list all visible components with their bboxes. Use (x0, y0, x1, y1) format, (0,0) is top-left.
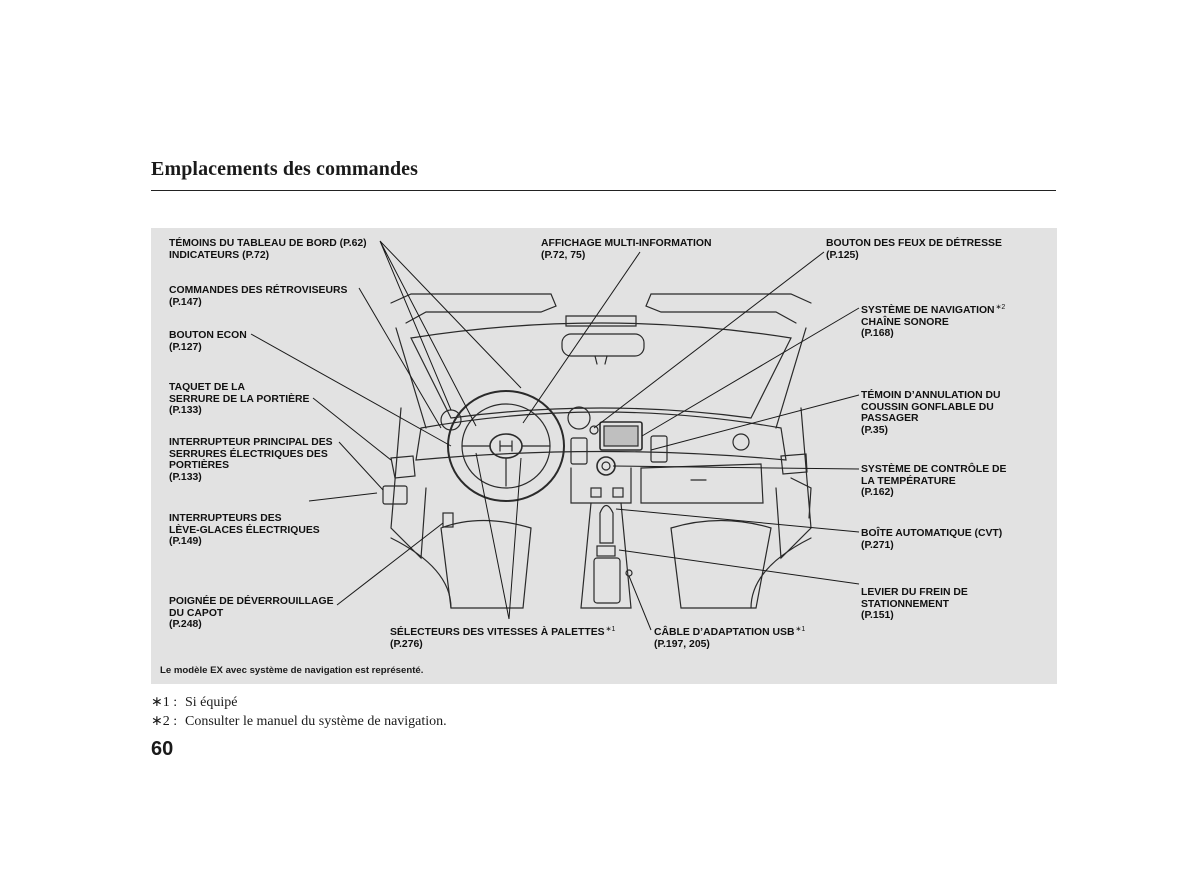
label-line: CHAÎNE SONORE (861, 316, 949, 328)
footnote-1: ∗1 : Si équipé (151, 694, 238, 711)
label-line: (P.147) (169, 296, 202, 308)
footnote-mark: ∗1 (605, 626, 616, 633)
label-taquet-serrure: TAQUET DE LA SERRURE DE LA PORTIÈRE (P.1… (169, 382, 309, 417)
label-line: DU CAPOT (169, 607, 224, 619)
label-line: (P.133) (169, 471, 202, 483)
label-line: SÉLECTEURS DES VITESSES À PALETTES (390, 627, 605, 638)
label-temoins-tableau-de-bord: TÉMOINS DU TABLEAU DE BORD (P.62) INDICA… (169, 238, 367, 261)
label-line: (P.35) (861, 424, 888, 436)
footnote-text: Si équipé (185, 695, 238, 710)
label-line: (P.162) (861, 487, 894, 498)
label-line: (P.72, 75) (541, 249, 586, 261)
label-line: (P.149) (169, 536, 202, 547)
label-affichage-multi-information: AFFICHAGE MULTI-INFORMATION (P.72, 75) (541, 238, 711, 261)
label-controle-temperature: SYSTÈME DE CONTRÔLE DE LA TEMPÉRATURE (P… (861, 464, 1006, 499)
label-line: BOÎTE AUTOMATIQUE (CVT) (861, 528, 1003, 539)
label-line: TÉMOINS DU TABLEAU DE BORD (P.62) (169, 238, 367, 249)
page-number: 60 (151, 738, 174, 760)
label-line: (P.197, 205) (654, 638, 710, 650)
label-line: POIGNÉE DE DÉVERROUILLAGE (169, 596, 334, 607)
title-rule (151, 190, 1056, 191)
label-line: PASSAGER (861, 413, 919, 424)
label-line: (P.276) (390, 638, 423, 650)
label-line: CÂBLE D’ADAPTATION USB (654, 627, 795, 638)
diagram-note: Le modèle EX avec système de navigation … (160, 665, 424, 676)
label-selecteurs-palettes: SÉLECTEURS DES VITESSES À PALETTES∗1 (P.… (390, 624, 615, 650)
label-feux-detresse: BOUTON DES FEUX DE DÉTRESSE (P.125) (826, 238, 1002, 261)
footnote-mark: ∗1 (795, 626, 806, 633)
label-line: INDICATEURS (P.72) (169, 249, 270, 261)
label-line: (P.125) (826, 249, 859, 261)
label-line: AFFICHAGE MULTI-INFORMATION (541, 238, 712, 249)
label-line: PORTIÈRES (169, 460, 230, 471)
label-temoin-coussin-gonflable: TÉMOIN D’ANNULATION DU COUSSIN GONFLABLE… (861, 390, 1001, 436)
label-line: LÈVE-GLACES ÉLECTRIQUES (169, 524, 320, 536)
footnote-2: ∗2 : Consulter le manuel du système de na… (151, 713, 447, 730)
label-line: TÉMOIN D’ANNULATION DU (861, 390, 1001, 401)
label-line: STATIONNEMENT (861, 598, 949, 610)
label-bouton-econ: BOUTON ECON (P.127) (169, 330, 247, 353)
label-commandes-retroviseurs: COMMANDES DES RÉTROVISEURS (P.147) (169, 285, 347, 308)
label-line: LA TEMPÉRATURE (861, 475, 956, 487)
label-line: INTERRUPTEURS DES (169, 513, 282, 524)
label-line: TAQUET DE LA (169, 382, 246, 393)
label-line: (P.151) (861, 610, 894, 621)
label-line: COUSSIN GONFLABLE DU (861, 401, 994, 413)
label-line: (P.168) (861, 328, 894, 339)
dashboard-diagram-panel: TÉMOINS DU TABLEAU DE BORD (P.62) INDICA… (151, 228, 1057, 684)
label-line: LEVIER DU FREIN DE (861, 587, 968, 598)
label-systeme-navigation: SYSTÈME DE NAVIGATION∗2 CHAÎNE SONORE (P… (861, 302, 1005, 340)
label-line: INTERRUPTEUR PRINCIPAL DES (169, 437, 333, 448)
footnote-text: Consulter le manuel du système de naviga… (185, 714, 447, 729)
label-line: (P.271) (861, 539, 894, 551)
label-line: BOUTON ECON (169, 330, 247, 341)
label-boite-automatique: BOÎTE AUTOMATIQUE (CVT) (P.271) (861, 528, 1002, 551)
label-line: SYSTÈME DE NAVIGATION (861, 305, 995, 316)
footnote-mark: ∗2 (995, 304, 1006, 311)
footnote-mark: ∗1 : (151, 695, 178, 710)
label-frein-stationnement: LEVIER DU FREIN DE STATIONNEMENT (P.151) (861, 587, 968, 622)
page-title: Emplacements des commandes (151, 158, 419, 180)
label-line: (P.248) (169, 619, 202, 630)
label-line: SERRURE DE LA PORTIÈRE (169, 393, 310, 405)
label-leve-glaces: INTERRUPTEURS DES LÈVE-GLACES ÉLECTRIQUE… (169, 513, 320, 548)
label-line: (P.133) (169, 405, 202, 416)
label-line: BOUTON DES FEUX DE DÉTRESSE (826, 238, 1002, 249)
label-interrupteur-serrures: INTERRUPTEUR PRINCIPAL DES SERRURES ÉLEC… (169, 437, 333, 483)
dashboard-illustration (250, 240, 860, 631)
label-cable-usb: CÂBLE D’ADAPTATION USB∗1 (P.197, 205) (654, 624, 805, 650)
label-line: SERRURES ÉLECTRIQUES DES (169, 448, 328, 460)
label-line: SYSTÈME DE CONTRÔLE DE (861, 464, 1007, 475)
label-line: (P.127) (169, 341, 202, 353)
label-line: COMMANDES DES RÉTROVISEURS (169, 285, 348, 296)
label-deverrouillage-capot: POIGNÉE DE DÉVERROUILLAGE DU CAPOT (P.24… (169, 596, 334, 631)
footnote-mark: ∗2 : (151, 714, 178, 729)
